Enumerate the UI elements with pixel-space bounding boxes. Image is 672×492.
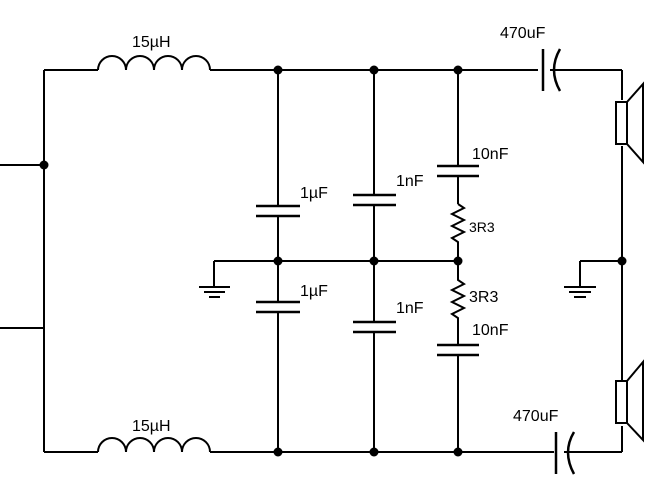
junction-dot — [369, 447, 379, 457]
junction-dot — [453, 447, 463, 457]
zobel-column: 10nF 3R3 3R3 10nF — [437, 70, 509, 452]
resistor-icon — [449, 261, 467, 345]
speaker-icon — [615, 81, 644, 165]
coupling-cap-top-label: 470uF — [500, 25, 546, 42]
junction-dot — [453, 65, 463, 75]
junction-dot — [39, 160, 49, 170]
speaker-bottom — [615, 359, 644, 443]
junction-dot — [273, 256, 283, 266]
speaker-top — [615, 81, 644, 165]
ground-left — [199, 261, 230, 298]
cap-10n-bottom-label: 10nF — [472, 322, 509, 339]
inductor-bottom: 15µH — [43, 328, 211, 453]
coupling-cap-top: 470uF — [500, 25, 622, 92]
cap-1u-top-label: 1µF — [300, 185, 328, 202]
ground-right — [564, 261, 596, 298]
junction-dot — [369, 256, 379, 266]
cap-1u-bottom-label: 1µF — [300, 283, 328, 300]
junction-dot — [453, 256, 463, 266]
inductor-top: 15µH — [97, 34, 211, 71]
ground-icon — [564, 286, 596, 298]
input-wiring — [0, 69, 98, 453]
junction-dot — [273, 447, 283, 457]
resistor-icon — [449, 203, 467, 261]
cap-10n-top-label: 10nF — [472, 146, 509, 163]
inductor-bottom-label: 15µH — [132, 418, 171, 435]
junction-dot — [273, 65, 283, 75]
cap-1n-bottom-label: 1nF — [396, 300, 424, 317]
rails — [210, 69, 554, 453]
res-top-label: 3R3 — [469, 219, 495, 235]
junction-dot — [369, 65, 379, 75]
res-bottom-label: 3R3 — [469, 289, 498, 306]
coupling-cap-bottom: 470uF — [513, 408, 622, 475]
speaker-icon — [615, 359, 644, 443]
ground-icon — [199, 286, 230, 298]
inductor-icon — [97, 437, 211, 453]
coupling-cap-bottom-label: 470uF — [513, 408, 559, 425]
junctions — [39, 65, 627, 457]
cap-1n-top-label: 1nF — [396, 173, 424, 190]
junction-dot — [617, 256, 627, 266]
inductor-icon — [97, 55, 211, 71]
inductor-top-label: 15µH — [132, 34, 171, 51]
